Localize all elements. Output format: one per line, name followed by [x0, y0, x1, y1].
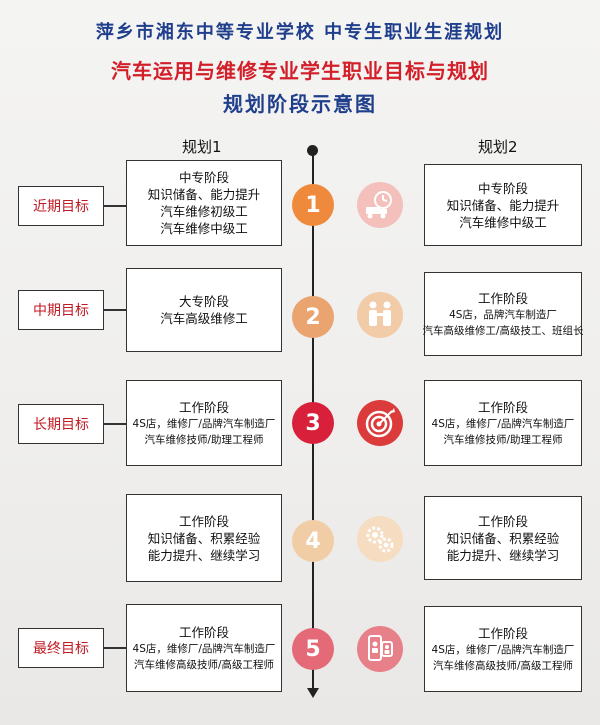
goal-text: 近期目标 [33, 199, 89, 215]
goal-connector [104, 647, 126, 649]
box-line: 汽车高级维修工 [160, 311, 248, 326]
plan2-box-4: 工作阶段 知识储备、积累经验 能力提升、继续学习 [424, 496, 582, 580]
target-icon [357, 400, 403, 446]
box-line: 知识储备、积累经验 [446, 530, 560, 546]
box-line: 汽车高级维修工/高级技工、班组长 [422, 324, 584, 337]
box-line: 4S店，维修厂/品牌汽车制造厂 [431, 643, 575, 656]
goal-label-5: 最终目标 [18, 628, 104, 668]
goal-text: 中期目标 [33, 303, 89, 319]
plan1-box-4: 工作阶段 知识储备、积累经验 能力提升、继续学习 [126, 494, 282, 582]
goal-label-1: 近期目标 [18, 186, 104, 226]
clock-truck-icon [357, 182, 403, 228]
plan1-box-3: 工作阶段 4S店，维修厂/品牌汽车制造厂 汽车维修技师/助理工程师 [126, 380, 282, 466]
box-line: 工作阶段 [477, 290, 528, 306]
plan2-box-5: 工作阶段 4S店，维修厂/品牌汽车制造厂 汽车维修高级技师/高级工程师 [424, 606, 582, 692]
box-line: 汽车维修技师/助理工程师 [443, 433, 563, 446]
plan1-box-1: 中专阶段 知识储备、能力提升 汽车维修初级工 汽车维修中级工 [126, 160, 282, 246]
box-line: 工作阶段 [178, 399, 229, 415]
goal-text: 长期目标 [33, 417, 89, 433]
school-title: 萍乡市湘东中等专业学校 中专生职业生涯规划 [95, 22, 505, 43]
box-line: 汽车维修初级工 [160, 204, 248, 219]
box-line: 知识储备、能力提升 [147, 187, 261, 202]
box-line: 4S店，维修厂/品牌汽车制造厂 [431, 417, 575, 430]
stage-number-1: 1 [292, 184, 334, 226]
goal-connector [104, 309, 126, 311]
box-line: 工作阶段 [477, 399, 528, 415]
main-title: 汽车运用与维修专业学生职业目标与规划 [111, 59, 489, 83]
stage-number-4: 4 [292, 520, 334, 562]
goal-label-2: 中期目标 [18, 290, 104, 330]
stage-number-5: 5 [292, 628, 334, 670]
box-line: 工作阶段 [178, 624, 229, 640]
box-line: 汽车维修技师/助理工程师 [144, 433, 264, 446]
box-line: 能力提升、继续学习 [446, 547, 560, 563]
box-line: 4S店，品牌汽车制造厂 [449, 308, 557, 321]
stage-number-3: 3 [292, 402, 334, 444]
plan2-box-1: 中专阶段 知识储备、能力提升 汽车维修中级工 [424, 164, 582, 246]
box-line: 4S店，维修厂/品牌汽车制造厂 [132, 417, 276, 430]
gears-icon [357, 516, 403, 562]
box-line: 汽车维修高级技师/高级工程师 [432, 659, 574, 672]
box-line: 工作阶段 [477, 625, 528, 641]
plan2-box-3: 工作阶段 4S店，维修厂/品牌汽车制造厂 汽车维修技师/助理工程师 [424, 380, 582, 466]
plan2-label: 规划2 [478, 138, 518, 156]
box-line: 能力提升、继续学习 [147, 547, 261, 563]
phone-person-icon [357, 626, 403, 672]
goal-connector [104, 423, 126, 425]
handshake-icon [357, 292, 403, 338]
box-line: 中专阶段 [178, 170, 229, 185]
box-line: 中专阶段 [477, 180, 528, 196]
box-line: 大专阶段 [178, 294, 229, 309]
plan1-box-5: 工作阶段 4S店，维修厂/品牌汽车制造厂 汽车维修高级技师/高级工程师 [126, 604, 282, 692]
box-line: 汽车维修中级工 [160, 221, 248, 236]
plan2-box-2: 工作阶段 4S店，品牌汽车制造厂 汽车高级维修工/高级技工、班组长 [422, 272, 584, 356]
box-line: 汽车维修高级技师/高级工程师 [133, 658, 275, 671]
sub-title: 规划阶段示意图 [223, 92, 377, 116]
box-line: 工作阶段 [477, 513, 528, 529]
box-line: 工作阶段 [178, 513, 229, 529]
goal-label-3: 长期目标 [18, 404, 104, 444]
plan1-label: 规划1 [182, 138, 222, 156]
goal-text: 最终目标 [33, 641, 89, 657]
box-line: 知识储备、能力提升 [446, 197, 560, 213]
plan1-box-2: 大专阶段 汽车高级维修工 [126, 268, 282, 352]
box-line: 汽车维修中级工 [459, 214, 547, 230]
stage-number-2: 2 [292, 296, 334, 338]
box-line: 4S店，维修厂/品牌汽车制造厂 [132, 642, 276, 655]
box-line: 知识储备、积累经验 [147, 530, 261, 546]
timeline-arrow-icon [307, 688, 319, 698]
goal-connector [104, 205, 126, 207]
